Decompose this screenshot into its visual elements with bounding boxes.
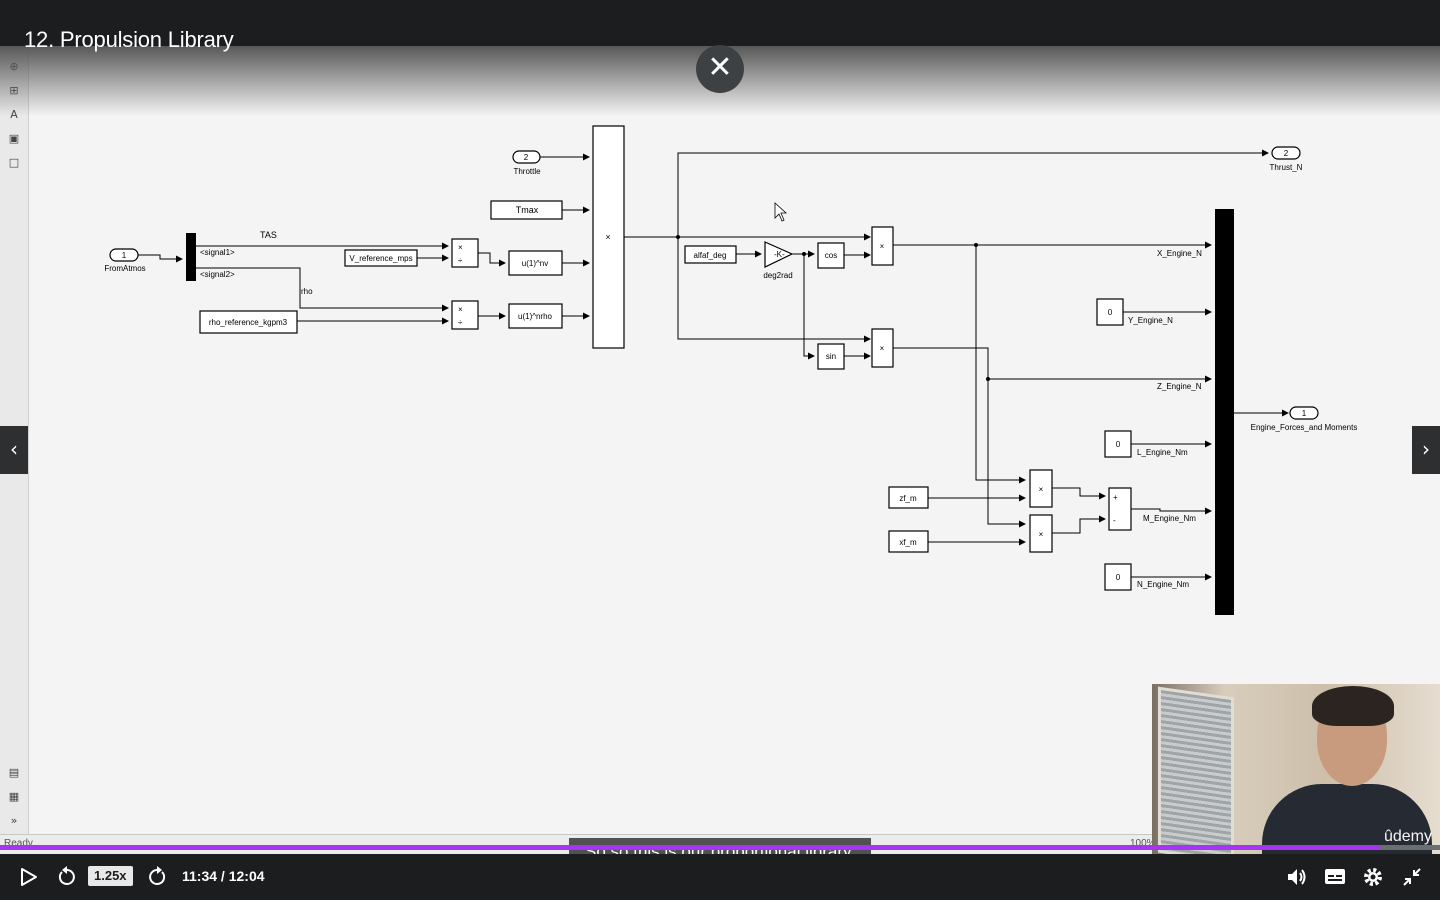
player-controls: 1.25x 11:34 / 12:04	[0, 854, 1440, 900]
svg-text:zf_m: zf_m	[899, 494, 917, 503]
outport-thrust[interactable]	[1271, 146, 1301, 160]
chevron-left-icon[interactable]: ‹	[0, 426, 28, 474]
block-rho-reference-label: rho_reference_kgpm3	[209, 318, 288, 327]
progress-fill	[0, 845, 1380, 850]
mux-label-z: Z_Engine_N	[1157, 382, 1202, 391]
svg-text:u(1)^nrho: u(1)^nrho	[518, 312, 553, 321]
expand-icon: »	[10, 814, 18, 827]
svg-text:+: +	[1113, 493, 1118, 502]
instructor-webcam: ûdemy	[1152, 684, 1440, 854]
playback-speed-button[interactable]: 1.25x	[88, 866, 133, 886]
signal-label-tas: TAS	[260, 230, 277, 240]
block-divide-1[interactable]	[451, 238, 479, 268]
signal-label-rho: rho	[301, 287, 313, 296]
block-cos[interactable]	[817, 242, 845, 269]
gear-icon[interactable]	[1362, 866, 1384, 888]
simulink-status: Ready	[4, 838, 33, 849]
mouse-cursor-icon	[774, 202, 788, 222]
simulink-diagram: 1 FromAtmos <signal1> <signal2> TAS rho …	[104, 125, 1358, 615]
udemy-watermark: ûdemy	[1383, 828, 1432, 845]
inport-fromatmos-number: 1	[122, 251, 127, 260]
mux-label-x: X_Engine_N	[1157, 249, 1202, 258]
mux-label-m: M_Engine_Nm	[1143, 514, 1196, 523]
lecture-title: 12. Propulsion Library	[24, 27, 234, 52]
constant-y[interactable]	[1096, 298, 1124, 326]
svg-text:×: ×	[458, 305, 463, 314]
captions-icon[interactable]	[1324, 867, 1346, 887]
inport-throttle-label: Throttle	[513, 167, 541, 176]
explorer-icon: ▦	[8, 790, 20, 803]
svg-text:×: ×	[880, 242, 885, 251]
outport-engine-forces[interactable]	[1289, 406, 1319, 420]
svg-text:Tmax: Tmax	[516, 205, 539, 215]
svg-text:-K-: -K-	[774, 250, 785, 259]
svg-text:2: 2	[1284, 149, 1289, 158]
simulink-zoom: 100%	[1130, 838, 1156, 849]
inport-fromatmos-label: FromAtmos	[104, 264, 145, 273]
block-gain[interactable]	[764, 241, 794, 268]
mux-label-n: N_Engine_Nm	[1137, 580, 1189, 589]
time-display: 11:34 / 12:04	[182, 868, 265, 884]
mux-label-y: Y_Engine_N	[1128, 316, 1173, 325]
mux-label-l: L_Engine_Nm	[1137, 448, 1188, 457]
block-v-reference-label: V_reference_mps	[349, 254, 412, 263]
forward-icon[interactable]	[146, 866, 168, 888]
lecture-header	[0, 0, 1440, 46]
svg-text:cos: cos	[825, 251, 837, 260]
block-product-thrust[interactable]	[592, 125, 625, 349]
svg-text:-: -	[1113, 516, 1116, 525]
block-gain-label: deg2rad	[763, 271, 792, 280]
constant-n[interactable]	[1104, 563, 1132, 591]
progress-bar[interactable]	[0, 845, 1440, 850]
close-icon[interactable]: ✕	[696, 45, 744, 93]
exit-fullscreen-icon[interactable]	[1401, 866, 1423, 888]
bus-selector[interactable]	[186, 233, 196, 281]
webcam-person-hair	[1312, 686, 1394, 726]
block-divide-2[interactable]	[451, 300, 479, 330]
block-mux[interactable]	[1215, 209, 1234, 615]
outport-engine-forces-label: Engine_Forces_and Moments	[1251, 423, 1358, 432]
svg-text:xf_m: xf_m	[899, 538, 917, 547]
bus-signal1: <signal1>	[200, 248, 235, 257]
block-product-x[interactable]	[871, 226, 894, 266]
outport-thrust-label: Thrust_N	[1270, 163, 1303, 172]
chevron-right-icon[interactable]: ›	[1412, 426, 1440, 474]
webcam-window-blinds	[1158, 686, 1234, 854]
screenshot-icon: ▤	[8, 766, 20, 779]
svg-text:×: ×	[880, 344, 885, 353]
play-icon[interactable]	[18, 867, 38, 887]
svg-text:2: 2	[524, 153, 529, 162]
volume-icon[interactable]	[1286, 866, 1308, 888]
svg-text:alfaf_deg: alfaf_deg	[694, 251, 727, 260]
svg-text:×: ×	[1039, 530, 1044, 539]
block-rho-reference[interactable]	[199, 310, 298, 334]
svg-text:0: 0	[1116, 440, 1121, 449]
svg-text:sin: sin	[826, 352, 836, 361]
svg-text:1: 1	[1302, 409, 1307, 418]
rewind-icon[interactable]	[56, 866, 78, 888]
svg-text:0: 0	[1108, 308, 1113, 317]
svg-text:0: 0	[1116, 573, 1121, 582]
svg-text:×: ×	[458, 243, 463, 252]
svg-text:÷: ÷	[458, 318, 463, 327]
webcam-person-body	[1262, 784, 1432, 854]
area-icon: □	[8, 156, 20, 169]
svg-text:×: ×	[605, 232, 610, 242]
bus-signal2: <signal2>	[200, 270, 235, 279]
svg-text:÷: ÷	[458, 256, 463, 265]
image-icon: ▣	[8, 132, 20, 145]
svg-text:×: ×	[1039, 485, 1044, 494]
svg-text:u(1)^nv: u(1)^nv	[522, 259, 548, 268]
